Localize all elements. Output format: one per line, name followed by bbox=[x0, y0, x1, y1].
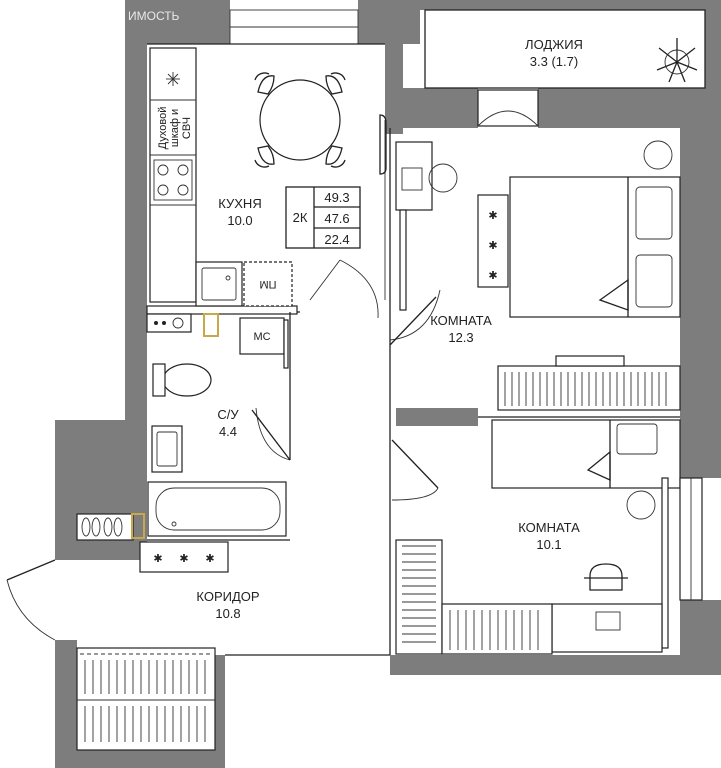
oven-label-1: Духовой bbox=[157, 107, 169, 150]
toilet-icon bbox=[152, 363, 212, 397]
dishwasher-label: ПМ bbox=[259, 278, 276, 290]
room2-area: 10.1 bbox=[536, 537, 561, 552]
bathroom-area: 4.4 bbox=[219, 424, 237, 439]
bathtub-icon bbox=[147, 481, 287, 537]
room1-name: КОМНАТА bbox=[430, 313, 492, 328]
pipes-icon bbox=[146, 313, 219, 337]
room2-name: КОМНАТА bbox=[518, 520, 580, 535]
bedroom1-furniture: ✱ ✱ ✱ bbox=[395, 140, 681, 411]
svg-text:✱: ✱ bbox=[179, 553, 188, 565]
residential-area: 22.4 bbox=[324, 232, 349, 247]
total-area: 49.3 bbox=[324, 190, 349, 205]
svg-text:✱: ✱ bbox=[205, 553, 214, 565]
watermark-text: ИМОСТЬ bbox=[128, 9, 180, 23]
corridor-furniture: ✱ ✱ ✱ bbox=[6, 513, 390, 751]
walls bbox=[55, 0, 721, 768]
corridor-area: 10.8 bbox=[215, 606, 240, 621]
loggia-plant-icon bbox=[656, 38, 698, 83]
kitchen-name: КУХНЯ bbox=[218, 196, 261, 211]
oven-label-2: шкаф и bbox=[169, 109, 181, 147]
svg-text:✱: ✱ bbox=[488, 240, 497, 252]
asterisk-icon bbox=[166, 72, 180, 86]
washer-label: МС bbox=[253, 331, 270, 343]
svg-text:✱: ✱ bbox=[153, 553, 162, 565]
loggia-name: ЛОДЖИЯ bbox=[525, 37, 583, 52]
living-area: 47.6 bbox=[324, 211, 349, 226]
bathroom-sink-icon bbox=[151, 425, 183, 473]
bathroom-furniture: МС bbox=[147, 317, 291, 537]
partitions bbox=[146, 43, 680, 655]
dining-table-icon bbox=[254, 72, 346, 168]
svg-text:✱: ✱ bbox=[488, 210, 497, 222]
apartment-type: 2К bbox=[293, 210, 308, 225]
stove-icon bbox=[153, 159, 193, 201]
kitchen-sink-icon bbox=[195, 261, 243, 307]
svg-text:✱: ✱ bbox=[488, 270, 497, 282]
corridor-name: КОРИДОР bbox=[196, 589, 259, 604]
room1-area: 12.3 bbox=[448, 330, 473, 345]
bathroom-name: С/У bbox=[217, 407, 239, 422]
window-top bbox=[229, 9, 359, 45]
kitchen-furniture: Духовой шкаф и СВЧ ПМ bbox=[149, 47, 387, 307]
bedroom2-furniture bbox=[395, 419, 703, 655]
oven-label-3: СВЧ bbox=[181, 117, 193, 139]
kitchen-area: 10.0 bbox=[227, 213, 252, 228]
area-summary: 2К 49.3 47.6 22.4 bbox=[285, 186, 361, 249]
loggia-area: 3.3 (1.7) bbox=[530, 54, 578, 69]
